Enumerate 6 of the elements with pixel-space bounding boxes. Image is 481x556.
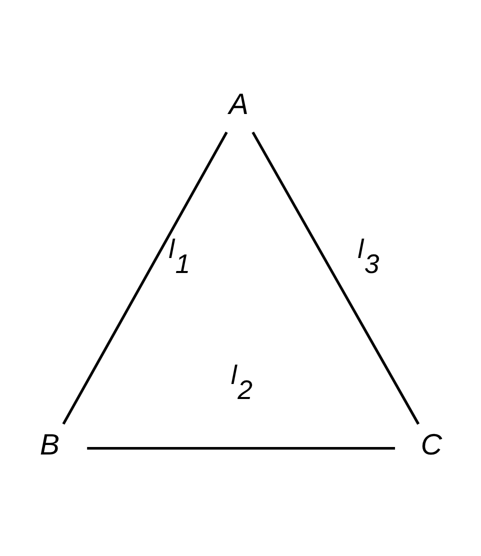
node-text: B (39, 428, 60, 462)
connector (62, 132, 228, 425)
node-text: C (420, 428, 442, 462)
connector (86, 446, 395, 450)
connector (251, 132, 420, 425)
node-text: A (228, 88, 248, 121)
